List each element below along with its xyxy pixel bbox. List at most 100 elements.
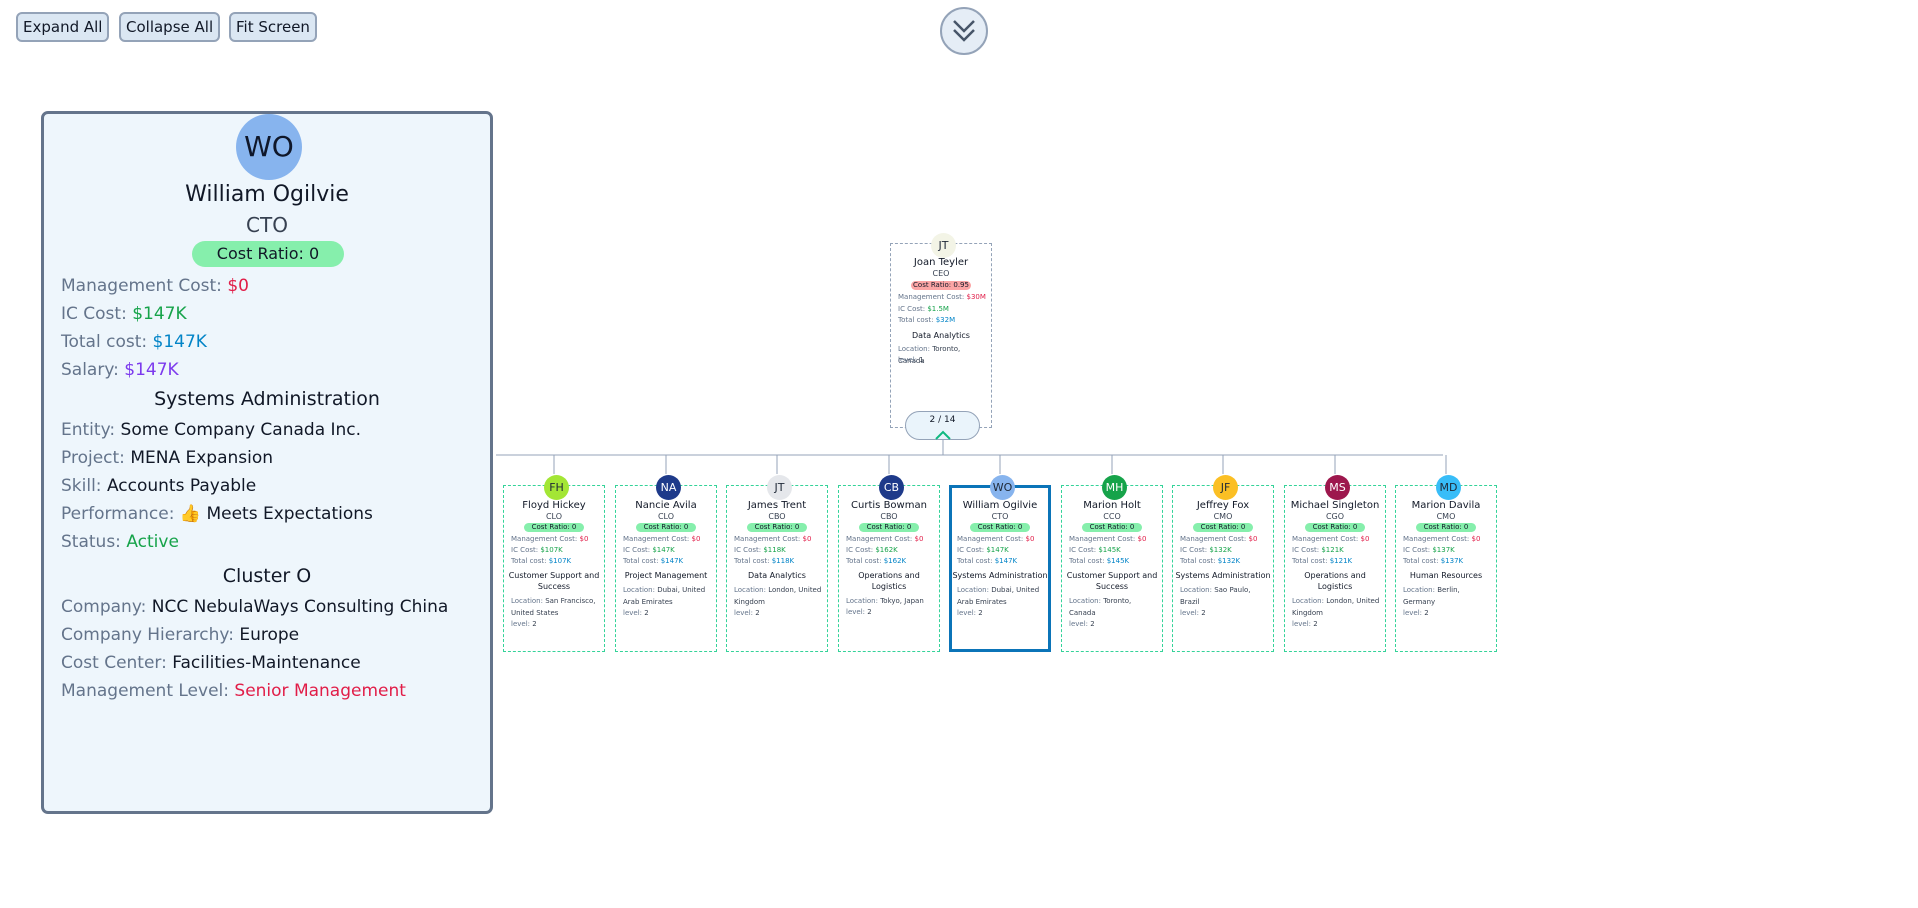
- value: 2: [978, 609, 983, 617]
- fit-screen-button[interactable]: Fit Screen: [229, 12, 317, 42]
- label: Location:: [511, 597, 543, 605]
- node-level: level: 2: [511, 620, 537, 628]
- node-avatar: NA: [656, 475, 681, 500]
- value: $107K: [540, 546, 563, 554]
- label: Management Cost:: [1069, 535, 1136, 543]
- status-label: Status:: [61, 532, 121, 552]
- value: 2: [1201, 609, 1206, 617]
- company-hierarchy-label: Company Hierarchy:: [61, 625, 234, 645]
- management-level-value: Senior Management: [234, 681, 406, 701]
- node-name: Joan Teyler: [913, 257, 969, 268]
- node-title: CMO: [1213, 512, 1233, 521]
- node-name: Marion Holt: [1083, 500, 1141, 511]
- expand-all-button[interactable]: Expand All: [16, 12, 110, 42]
- label: level:: [957, 609, 977, 617]
- salary-label: Salary:: [61, 360, 119, 380]
- detail-title: CTO: [246, 213, 288, 237]
- employee-detail-panel: WO William Ogilvie CTO Cost Ratio: 0 Man…: [41, 111, 493, 814]
- node-total-cost: Total cost: $162K: [846, 557, 906, 565]
- label: level:: [734, 609, 754, 617]
- node-department: Operations and Logistics: [858, 571, 920, 591]
- node-management-cost: Management Cost: $0: [511, 535, 588, 543]
- expand-children-button[interactable]: 2 / 14: [905, 411, 980, 440]
- label: Total cost:: [1403, 557, 1439, 565]
- node-ic-cost: IC Cost: $118K: [734, 546, 786, 554]
- entity-value: Some Company Canada Inc.: [120, 420, 362, 440]
- node-department: Customer Support and Success: [1066, 571, 1158, 591]
- project-value: MENA Expansion: [130, 448, 274, 468]
- label: Management Cost:: [957, 535, 1024, 543]
- salary-value: $147K: [124, 360, 179, 380]
- detail-ic-cost: IC Cost: $147K: [61, 304, 187, 324]
- value: $30M: [966, 293, 986, 301]
- node-total-cost: Total cost: $32M: [898, 316, 955, 324]
- node-location: Location: Dubai, United Arab Emirates: [623, 584, 713, 608]
- value: $137K: [1440, 557, 1464, 565]
- node-total-cost: Total cost: $118K: [734, 557, 794, 565]
- detail-performance: Performance: 👍 Meets Expectations: [61, 504, 373, 524]
- value: $137K: [1432, 546, 1455, 554]
- node-department: Customer Support and Success: [508, 571, 600, 591]
- company-label: Company:: [61, 597, 147, 617]
- value: $132K: [1209, 546, 1232, 554]
- performance-label: Performance:: [61, 504, 175, 524]
- label: level:: [1069, 620, 1089, 628]
- detail-cluster: Cluster O: [222, 565, 312, 587]
- label: Total cost:: [957, 557, 993, 565]
- node-location: Location: Toronto, Canada: [898, 343, 988, 367]
- node-total-cost: Total cost: $147K: [623, 557, 683, 565]
- node-cost-ratio: Cost Ratio: 0: [1082, 523, 1142, 532]
- value: $0: [1137, 535, 1147, 543]
- value: $1.5M: [927, 305, 949, 313]
- value: $147K: [986, 546, 1009, 554]
- skill-value: Accounts Payable: [106, 476, 257, 496]
- label: Location:: [623, 586, 655, 594]
- node-cost-ratio: Cost Ratio: 0: [747, 523, 807, 532]
- node-management-cost: Management Cost: $0: [1180, 535, 1257, 543]
- node-location: Location: Dubai, United Arab Emirates: [957, 584, 1047, 608]
- value: $145K: [1106, 557, 1130, 565]
- node-ic-cost: IC Cost: $132K: [1180, 546, 1232, 554]
- node-level: level: 2: [846, 608, 872, 616]
- node-department: Human Resources: [1409, 571, 1483, 580]
- node-ic-cost: IC Cost: $162K: [846, 546, 898, 554]
- org-node-root[interactable]: JT Joan Teyler CEO Cost Ratio: 0.95 Mana…: [890, 233, 992, 428]
- node-name: Marion Davila: [1411, 500, 1481, 511]
- label: Management Cost:: [734, 535, 801, 543]
- value: $0: [691, 535, 701, 543]
- collapse-all-button[interactable]: Collapse All: [119, 12, 221, 42]
- node-title: CLO: [545, 512, 563, 521]
- label: Total cost:: [1292, 557, 1328, 565]
- label: level:: [846, 608, 866, 616]
- value: $132K: [1217, 557, 1241, 565]
- detail-management-cost: Management Cost: $0: [61, 276, 249, 296]
- detail-cost-center: Cost Center: Facilities-Maintenance: [61, 653, 361, 673]
- node-management-cost: Management Cost: $0: [1292, 535, 1369, 543]
- management-cost-value: $0: [227, 276, 249, 296]
- node-level: level: 2: [1292, 620, 1318, 628]
- value: 2: [532, 620, 537, 628]
- node-avatar: FH: [544, 475, 569, 500]
- node-level: level: 2: [1180, 609, 1206, 617]
- ic-cost-label: IC Cost:: [61, 304, 127, 324]
- node-title: CBO: [768, 512, 786, 521]
- toggle-header-button[interactable]: [940, 7, 988, 55]
- entity-label: Entity:: [61, 420, 116, 440]
- value: $121K: [1329, 557, 1353, 565]
- node-name: Nancie Avila: [635, 500, 697, 511]
- detail-skill: Skill: Accounts Payable: [61, 476, 256, 496]
- node-department: Project Management: [624, 571, 708, 580]
- node-ic-cost: IC Cost: $107K: [511, 546, 563, 554]
- node-management-cost: Management Cost: $0: [957, 535, 1034, 543]
- detail-management-level: Management Level: Senior Management: [61, 681, 406, 701]
- value: 1: [919, 356, 924, 364]
